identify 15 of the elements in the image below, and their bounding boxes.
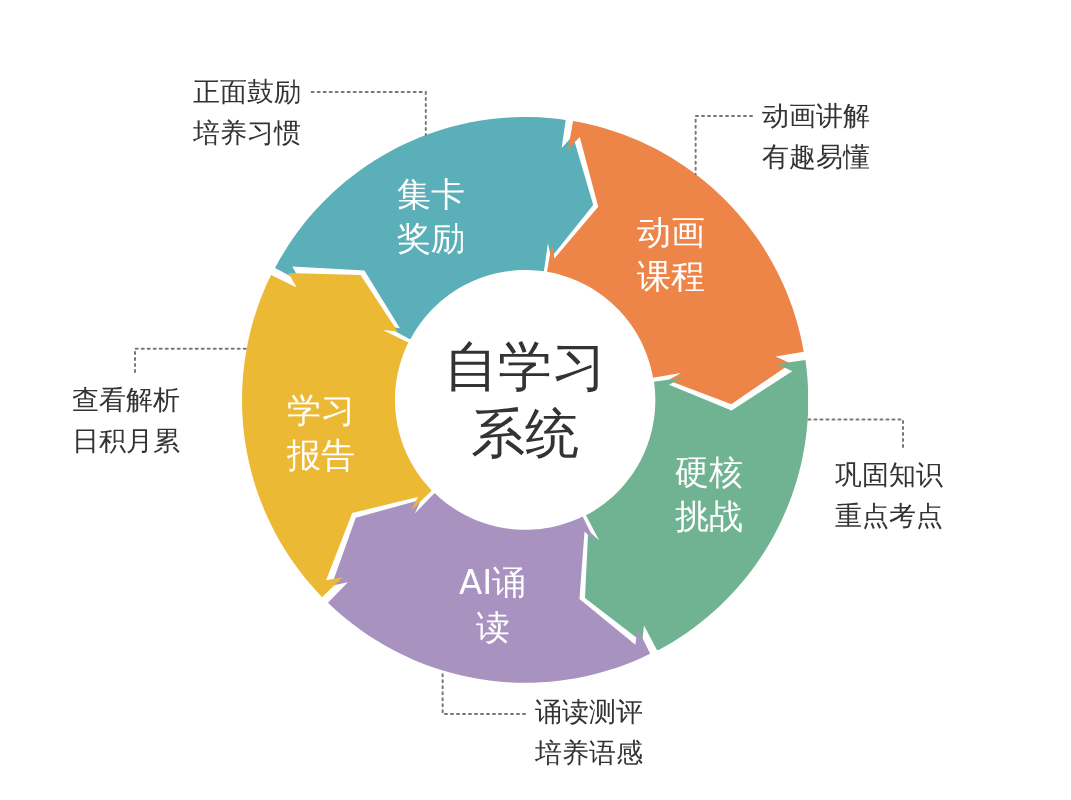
callout-text: 查看解析日积月累 (72, 380, 183, 461)
leader-line (134, 347, 248, 373)
leader-line (806, 418, 904, 448)
callout-text: 巩固知识重点考点 (835, 455, 946, 536)
callout-text: 正面鼓励培养习惯 (193, 72, 304, 153)
segment-label: 学习报告 (285, 389, 356, 477)
system-title: 自学习系统 (443, 333, 607, 467)
callout-text: 诵读测评培养语感 (535, 692, 646, 773)
leader-line (694, 115, 753, 176)
segment-label: 动画课程 (636, 210, 707, 298)
segment-label: 硬核挑战 (674, 450, 745, 538)
segment-label: 集卡奖励 (396, 172, 466, 260)
segment-label: AI诵读 (457, 561, 528, 649)
callout-text: 动画讲解有趣易懂 (762, 96, 873, 177)
leader-line (310, 91, 427, 136)
